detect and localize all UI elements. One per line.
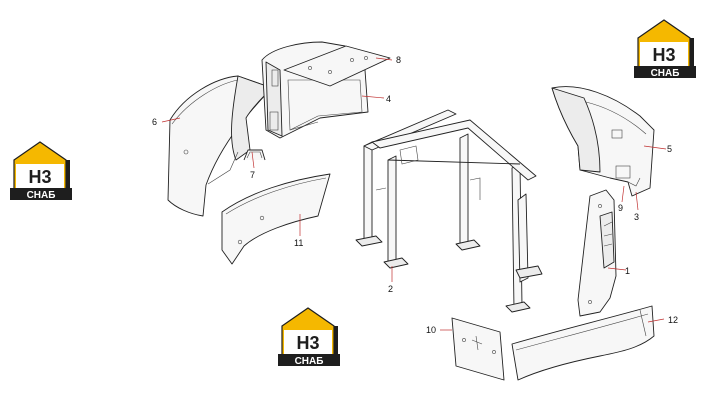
part-11-lower-panel — [221, 173, 331, 265]
callout-7: 7 — [250, 170, 255, 180]
callout-8: 8 — [396, 55, 401, 65]
callout-6: 6 — [152, 117, 157, 127]
callout-12: 12 — [668, 315, 678, 325]
part-10-plate — [451, 317, 505, 381]
logo-left-caption: CHAБ — [27, 190, 56, 201]
part-1-side-panel — [577, 189, 617, 317]
callout-9: 9 — [618, 203, 623, 213]
part-5-cover — [551, 86, 655, 197]
logo-bottom-caption: CHAБ — [295, 356, 324, 367]
part-12-long-panel — [511, 305, 655, 381]
logo-top-right-caption: CHAБ — [651, 68, 680, 79]
part-7-bracket — [243, 149, 266, 161]
logo-left: H3 CHAБ — [10, 141, 72, 201]
part-6-fender — [167, 75, 273, 217]
callout-10: 10 — [426, 325, 436, 335]
callout-numbers: 1 2 3 4 5 6 7 8 9 10 11 12 — [152, 55, 678, 335]
leader-lines — [161, 57, 667, 331]
callout-1: 1 — [625, 266, 630, 276]
logo-left-mark: H3 — [28, 167, 51, 187]
callout-5: 5 — [667, 144, 672, 154]
logo-top-right-mark: H3 — [652, 45, 675, 65]
callout-3: 3 — [634, 212, 639, 222]
logo-top-right: H3 CHAБ — [634, 19, 696, 79]
callout-11: 11 — [294, 238, 303, 248]
logo-bottom: H3 CHAБ — [278, 307, 340, 367]
callout-2: 2 — [388, 284, 393, 294]
part-2-frame — [355, 109, 543, 313]
logo-bottom-mark: H3 — [296, 333, 319, 353]
part-8-plate — [283, 45, 391, 87]
callout-4: 4 — [386, 94, 391, 104]
